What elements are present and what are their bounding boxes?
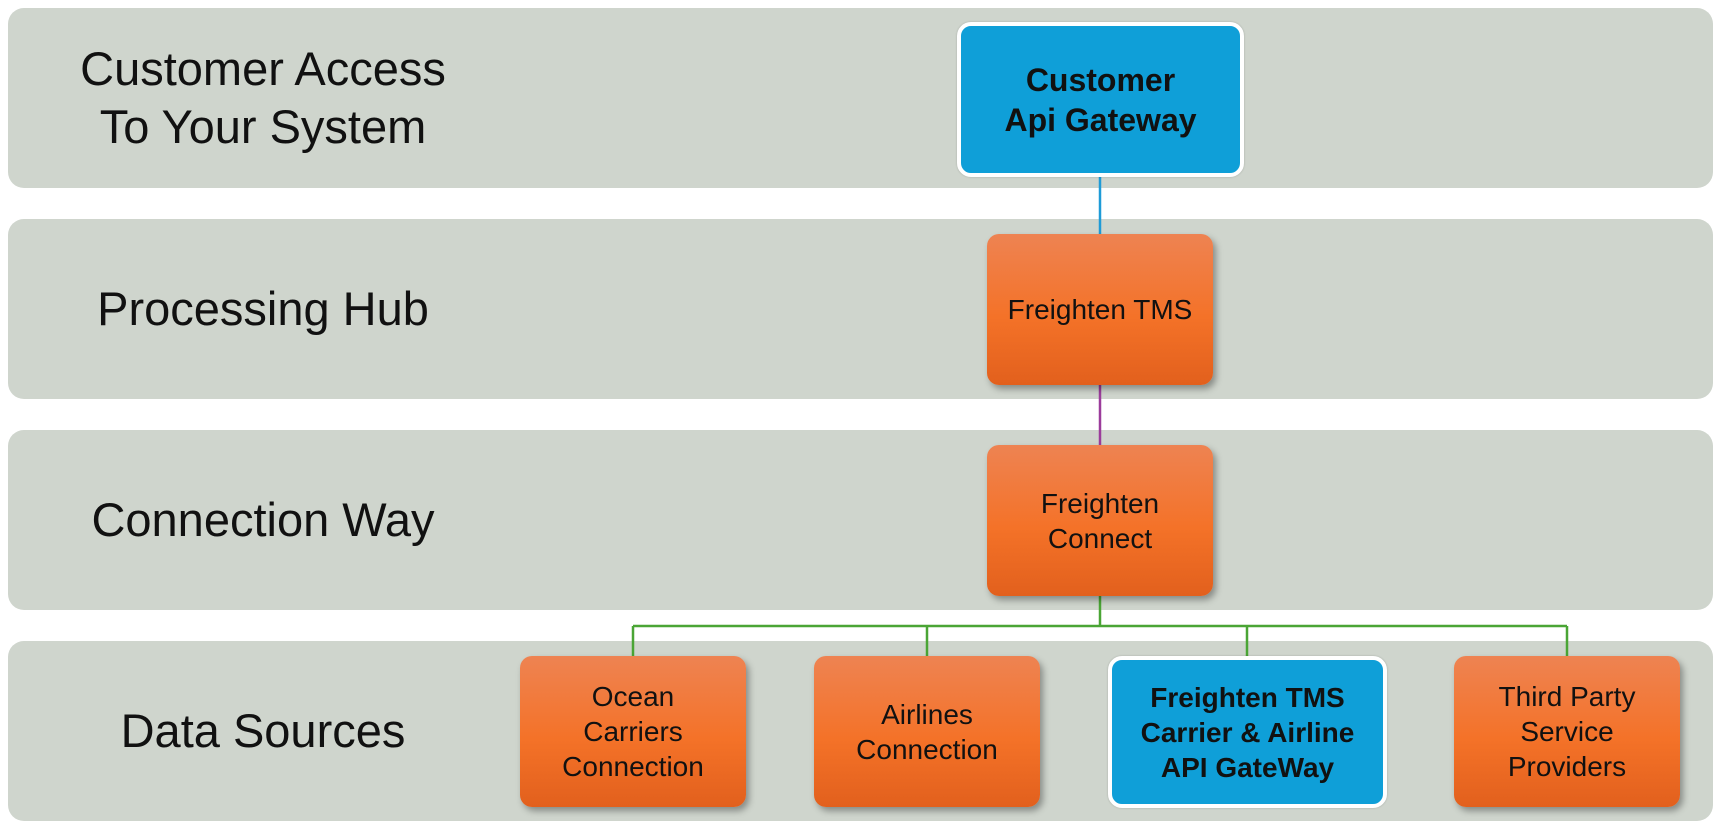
layer-label-data-sources: Data Sources: [120, 704, 406, 757]
freighten-connect-node: Freighten Connect: [987, 445, 1213, 596]
ocean-carriers-node: Ocean Carriers Connection: [520, 656, 746, 807]
customer-api-gateway-node: Customer Api Gateway: [957, 22, 1244, 177]
freighten-tms-node: Freighten TMS: [987, 234, 1213, 385]
layer-label-connection-way: Connection Way: [91, 493, 435, 546]
airlines-node: Airlines Connection: [814, 656, 1040, 807]
layer-band-processing-hub: [8, 219, 1713, 399]
tms-carrier-airline-gateway-node: Freighten TMS Carrier & Airline API Gate…: [1108, 656, 1387, 808]
layer-label-customer-access: Customer Access To Your System: [80, 42, 446, 153]
layer-label-processing-hub: Processing Hub: [97, 282, 429, 335]
layer-band-connection-way: [8, 430, 1713, 610]
third-party-providers-node: Third Party Service Providers: [1454, 656, 1680, 807]
layer-band-customer-access: [8, 8, 1713, 188]
